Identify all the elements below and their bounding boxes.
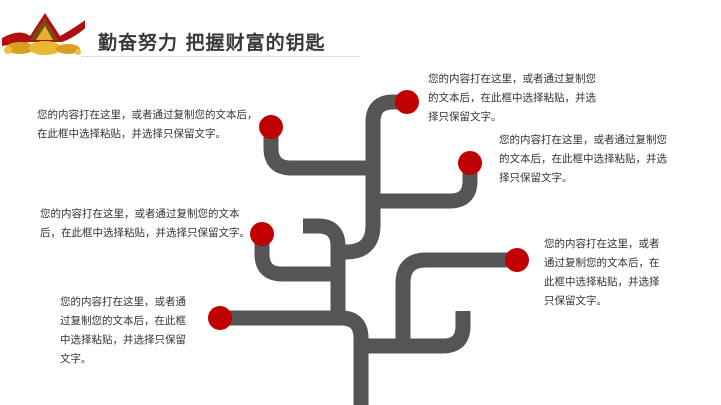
node-dot bbox=[505, 248, 529, 272]
callout-line: 的文本后，在此框中选择粘贴，并选 bbox=[499, 153, 667, 165]
callout-line: 您的内容打在这里，或者通过复制您的文本 bbox=[40, 208, 240, 220]
callout-line: 您的内容打在这里，或者 bbox=[544, 238, 660, 250]
callout-upper-right: 您的内容打在这里，或者通过复制您 的文本后，在此框中选择粘贴，并选 择只保留文字… bbox=[499, 131, 667, 188]
branch-left-mid-twig bbox=[254, 234, 338, 282]
node-dot bbox=[250, 222, 274, 246]
node-dot bbox=[458, 151, 482, 175]
callout-line: 中选择粘贴，并选择只保留 bbox=[60, 334, 186, 346]
node-dot bbox=[395, 90, 419, 114]
branch-lower-right bbox=[361, 311, 471, 354]
callout-upper-left: 您的内容打在这里，或者通过复制您的文本后， 在此框中选择粘贴，并选择只保留文字。 bbox=[37, 106, 258, 144]
branch-right-mid bbox=[395, 252, 517, 346]
callout-line: 您的内容打在这里，或者通过复制您 bbox=[428, 73, 596, 85]
branch-upper-right bbox=[373, 163, 478, 209]
callout-line: 此框中选择粘贴，并选择 bbox=[544, 276, 660, 288]
callout-line: 的文本后，在此框中选择粘贴，并选 bbox=[428, 92, 596, 104]
callout-line: 通过复制您的文本后，在 bbox=[544, 257, 660, 269]
callout-top: 您的内容打在这里，或者通过复制您 的文本后，在此框中选择粘贴，并选 择只保留文字… bbox=[428, 70, 596, 127]
callout-line: 择只保留文字。 bbox=[428, 111, 502, 123]
callout-lower-right: 您的内容打在这里，或者 通过复制您的文本后，在 此框中选择粘贴，并选择 只保留文… bbox=[544, 235, 660, 311]
callout-line: 只保留文字。 bbox=[544, 295, 607, 307]
branch-left-mid bbox=[303, 218, 346, 318]
node-dot bbox=[259, 115, 283, 139]
callout-line: 您的内容打在这里，或者通过复制您 bbox=[499, 134, 667, 146]
callout-line: 文字。 bbox=[60, 353, 92, 365]
title-divider bbox=[82, 56, 360, 57]
trunk-branch bbox=[220, 310, 369, 405]
gold-treasure-logo bbox=[2, 13, 85, 55]
callout-line: 在此框中选择粘贴，并选择只保留文字。 bbox=[37, 128, 226, 140]
callout-mid-left: 您的内容打在这里，或者通过复制您的文本 后，在此框中选择粘贴，并选择只保留文字。 bbox=[40, 205, 250, 243]
callout-line: 后，在此框中选择粘贴，并选择只保留文字。 bbox=[40, 227, 250, 239]
callout-lower-left: 您的内容打在这里，或者通 过复制您的文本后，在此框 中选择粘贴，并选择只保留 文… bbox=[60, 293, 186, 369]
callout-line: 过复制您的文本后，在此框 bbox=[60, 315, 186, 327]
callout-line: 择只保留文字。 bbox=[499, 172, 573, 184]
page-title: 勤奋努力 把握财富的钥匙 bbox=[98, 32, 326, 54]
branch-upper-left bbox=[263, 127, 373, 176]
callout-line: 您的内容打在这里，或者通 bbox=[60, 296, 186, 308]
callout-line: 您的内容打在这里，或者通过复制您的文本后， bbox=[37, 109, 258, 121]
branch-upper-stem bbox=[330, 94, 407, 261]
node-dot bbox=[208, 306, 232, 330]
